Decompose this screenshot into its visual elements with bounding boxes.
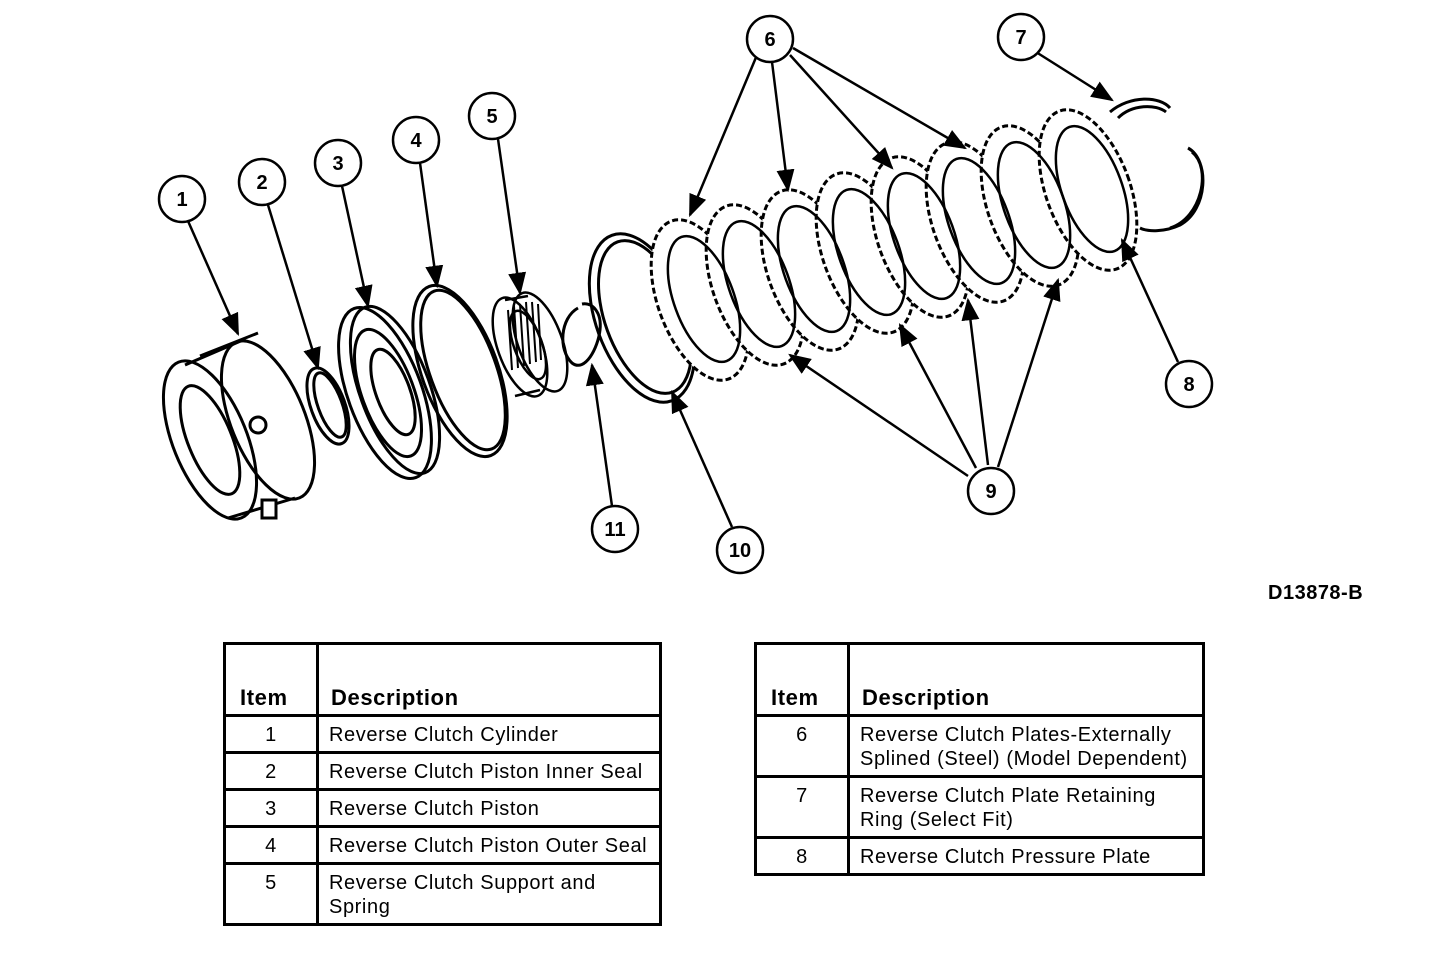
svg-text:5: 5 [486, 106, 497, 128]
svg-text:7: 7 [1015, 27, 1026, 49]
description-column-header: Description [847, 642, 1205, 717]
item-number: 5 [223, 862, 319, 926]
callout-10: 10 [715, 525, 765, 575]
item-description: Reverse Clutch Piston Outer Seal [316, 825, 662, 865]
item-description: Reverse Clutch Support and Spring [316, 862, 662, 926]
callout-9: 9 [966, 466, 1016, 516]
table-row: 7 Reverse Clutch Plate Retaining Ring (S… [754, 775, 1205, 839]
callout-4: 4 [391, 115, 441, 165]
item-column-header: Item [754, 642, 850, 717]
table-row: 6 Reverse Clutch Plates-Externally Splin… [754, 714, 1205, 778]
svg-text:10: 10 [729, 540, 751, 562]
description-column-header: Description [316, 642, 662, 717]
table-row: 1 Reverse Clutch Cylinder [223, 714, 662, 754]
retaining-ring-part [1109, 97, 1205, 233]
item-description: Reverse Clutch Piston Inner Seal [316, 751, 662, 791]
callout-6: 6 [745, 14, 795, 64]
table-row: 5 Reverse Clutch Support and Spring [223, 862, 662, 926]
piston-inner-seal-part [305, 366, 351, 446]
table-row: 8 Reverse Clutch Pressure Plate [754, 836, 1205, 876]
item-number: 4 [223, 825, 319, 865]
svg-text:2: 2 [256, 172, 267, 194]
support-and-spring-part [491, 291, 569, 398]
item-number: 8 [754, 836, 850, 876]
callout-2: 2 [237, 157, 287, 207]
item-number: 7 [754, 775, 850, 839]
item-description: Reverse Clutch Piston [316, 788, 662, 828]
table-header-row: Item Description [754, 642, 1205, 717]
clutch-plate-pack-inner [666, 124, 1130, 364]
leader-lines [186, 46, 1180, 528]
parts-table-left: Item Description 1 Reverse Clutch Cylind… [223, 642, 662, 926]
item-description: Reverse Clutch Plate Retaining Ring (Sel… [847, 775, 1205, 839]
item-number: 1 [223, 714, 319, 754]
table-row: 3 Reverse Clutch Piston [223, 788, 662, 828]
svg-text:6: 6 [764, 29, 775, 51]
callout-11: 11 [590, 504, 640, 554]
parts-table-right: Item Description 6 Reverse Clutch Plates… [754, 642, 1205, 876]
exploded-view-diagram: 1 2 3 4 5 6 7 8 9 10 11 [157, 12, 1214, 575]
item-description: Reverse Clutch Pressure Plate [847, 836, 1205, 876]
item-number: 6 [754, 714, 850, 778]
item-number: 2 [223, 751, 319, 791]
table-row: 4 Reverse Clutch Piston Outer Seal [223, 825, 662, 865]
svg-text:4: 4 [410, 130, 422, 152]
callout-3: 3 [313, 138, 363, 188]
item-number: 3 [223, 788, 319, 828]
item-description: Reverse Clutch Cylinder [316, 714, 662, 754]
callout-5: 5 [467, 91, 517, 141]
reverse-clutch-cylinder-part [161, 331, 317, 521]
svg-text:11: 11 [604, 519, 625, 541]
table-header-row: Item Description [223, 642, 662, 717]
svg-text:9: 9 [985, 481, 996, 503]
table-row: 2 Reverse Clutch Piston Inner Seal [223, 751, 662, 791]
item-description: Reverse Clutch Plates-Externally Splined… [847, 714, 1205, 778]
callout-7: 7 [996, 12, 1046, 62]
callout-1: 1 [157, 174, 207, 224]
svg-text:3: 3 [332, 153, 343, 175]
figure-id: D13878-B [1268, 582, 1364, 604]
svg-text:1: 1 [176, 189, 187, 211]
item-column-header: Item [223, 642, 319, 717]
clutch-plate-pack [649, 108, 1139, 382]
callout-8: 8 [1164, 359, 1214, 409]
svg-text:8: 8 [1183, 374, 1194, 396]
snap-ring-part [561, 302, 602, 367]
